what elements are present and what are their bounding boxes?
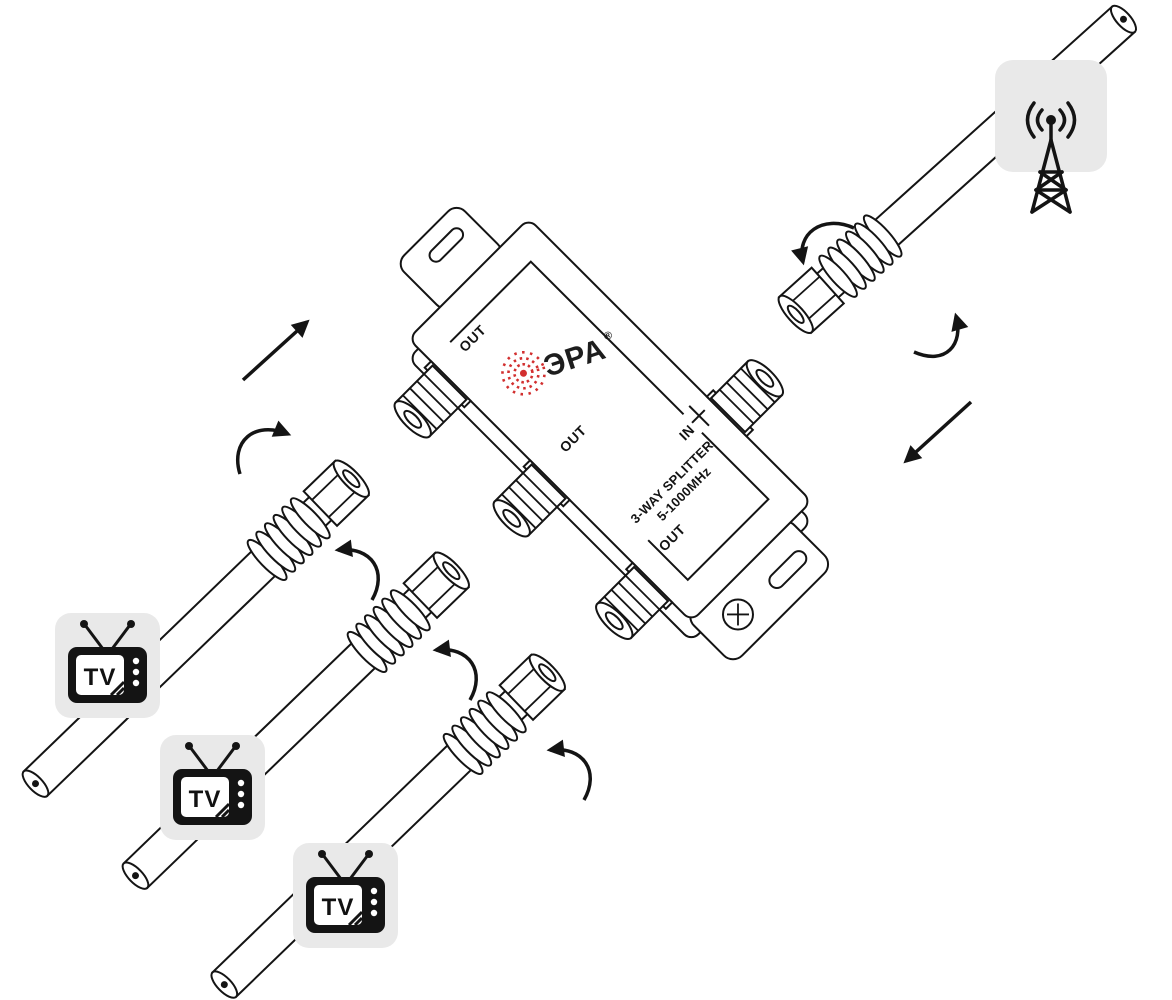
- tv-screen-label-2: TV: [189, 786, 222, 813]
- rotate-arrow-tv2: [432, 639, 478, 701]
- direction-arrow-in-side: [903, 400, 973, 464]
- rotate-arrow-antenna-top: [791, 221, 855, 266]
- rotate-arrow-tv3: [546, 739, 592, 801]
- rotate-arrow-tv1-bottom: [334, 539, 380, 601]
- rotate-arrow-tv1-top: [236, 420, 292, 475]
- tv-glyph: TV: [68, 620, 147, 703]
- cable-conductor: [220, 981, 228, 989]
- cable-conductor: [131, 872, 139, 880]
- slot-hole-left: [428, 227, 465, 263]
- cable-conductor: [31, 780, 39, 788]
- antenna-icon: [995, 60, 1107, 214]
- tv-glyph: TV: [306, 850, 385, 933]
- brand-reg-mark: ®: [603, 329, 614, 343]
- coax-connector-tv-1: [242, 452, 377, 586]
- tv-cable-2: [121, 544, 477, 890]
- tv-glyph: TV: [173, 742, 252, 825]
- screw-icon: [721, 598, 754, 631]
- direction-arrow-out-side: [241, 319, 310, 382]
- tv-icon-1: TV: [55, 613, 160, 718]
- tv-screen-label-1: TV: [84, 664, 117, 691]
- tv-icon-3: TV: [293, 843, 398, 948]
- cable-conductor: [1119, 15, 1127, 23]
- splitter: OUT OUT OUT IN 3-WAY SPLITTER 5-1000MHz: [385, 206, 830, 661]
- rotate-arrow-antenna-bottom: [913, 312, 969, 359]
- label-frame: [449, 260, 770, 582]
- antenna-tower-glyph: [1025, 101, 1077, 214]
- coax-connector-antenna: [770, 210, 907, 341]
- coax-connector-tv-3: [438, 646, 573, 780]
- tv-icon-2: TV: [160, 735, 265, 840]
- tv-screen-label-3: TV: [322, 894, 355, 921]
- slot-hole-right: [768, 550, 808, 590]
- coax-connector-tv-2: [342, 544, 477, 678]
